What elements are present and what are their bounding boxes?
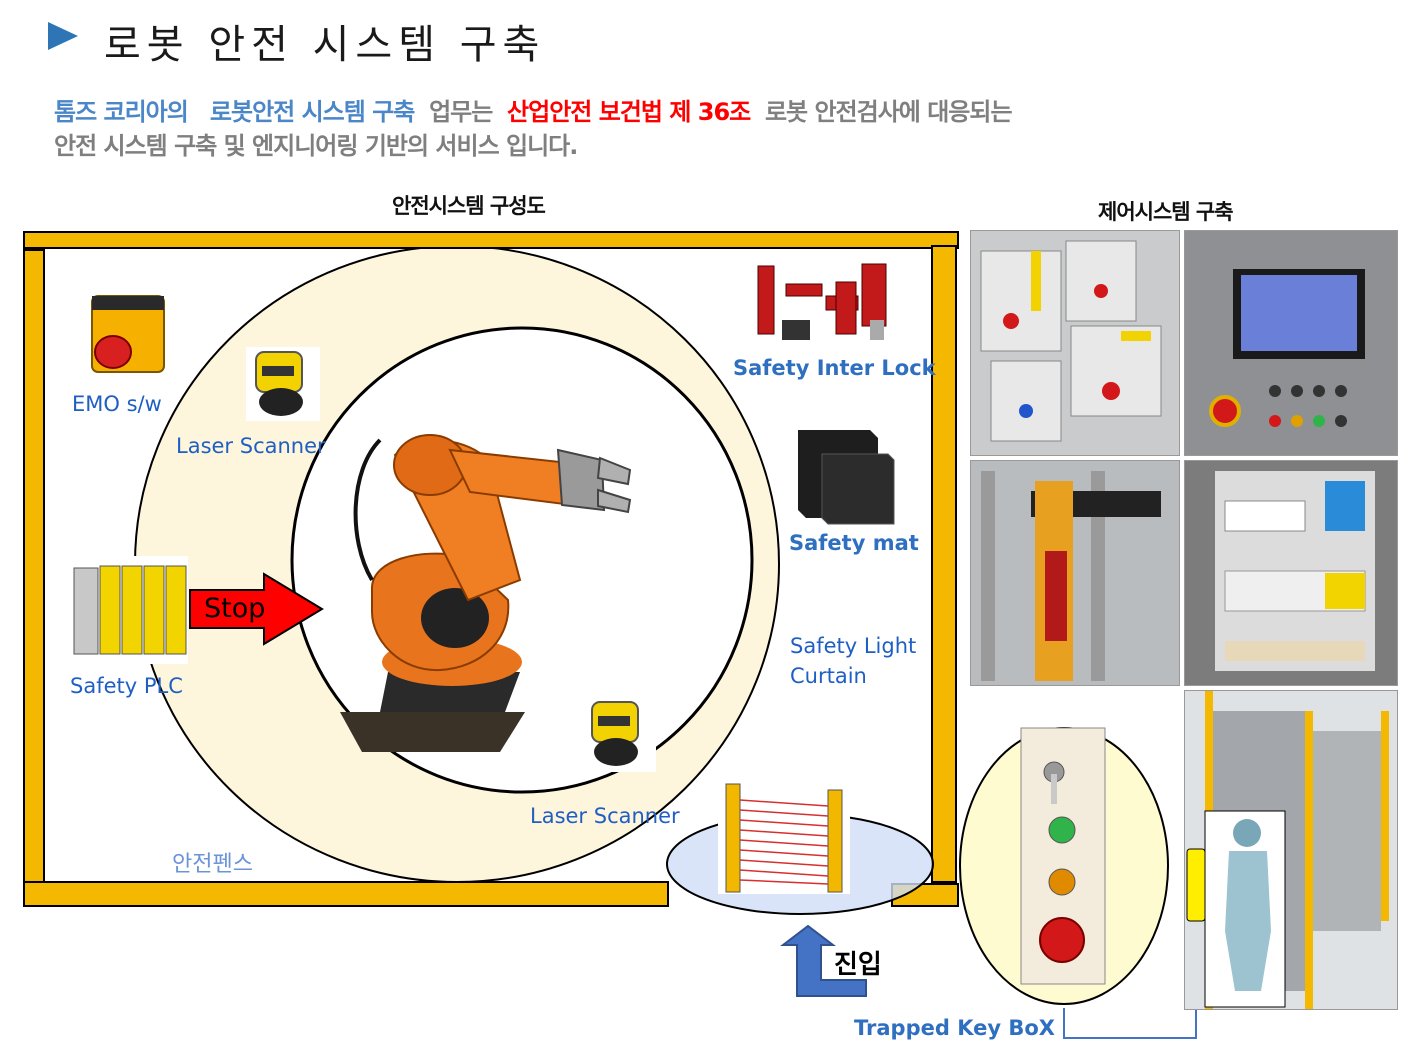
- emo-label: EMO s/w: [72, 392, 162, 416]
- photo-fence-with-operator: [1184, 690, 1398, 1010]
- stop-arrow: [189, 572, 324, 646]
- entry-arrow-icon: [780, 924, 867, 997]
- control-system-heading: 제어시스템 구축: [1098, 200, 1234, 224]
- photo-door-interlock: [970, 460, 1180, 686]
- intro-company: 톰즈 코리아의: [54, 98, 189, 126]
- photo-safety-boxes: [970, 230, 1180, 456]
- robot-arm-icon: [340, 434, 632, 752]
- safety-fence: [23, 231, 959, 907]
- intro-line-2: 안전 시스템 구축 및 엔지니어링 기반의 서비스 입니다.: [54, 132, 578, 160]
- light-curtain-icon: [718, 780, 850, 894]
- page-title: 로봇 안전 시스템 구축: [104, 22, 546, 68]
- laser-scanner-bottom-icon: [582, 698, 656, 772]
- emo-switch-icon: [91, 295, 165, 373]
- intro-service: 로봇안전 시스템 구축: [209, 98, 415, 126]
- safety-interlock-icon: [757, 263, 887, 340]
- intro-line-1: 톰즈 코리아의 로봇안전 시스템 구축 업무는 산업안전 보건법 제 36조 로…: [54, 92, 1013, 127]
- intro-work: 업무는: [429, 98, 493, 126]
- safety-mat-icon: [798, 430, 895, 525]
- diagram-heading: 안전시스템 구성도: [392, 194, 546, 218]
- safety-interlock-label: Safety Inter Lock: [733, 356, 936, 380]
- photo-control-cabinet: [1184, 460, 1398, 686]
- entry-label: 진입: [834, 950, 882, 980]
- photo-hmi-panel: [1184, 230, 1398, 456]
- laser-scanner-top-icon: [246, 347, 320, 421]
- laser-scanner-top-label: Laser Scanner: [176, 434, 326, 458]
- trapped-key-box-label: Trapped Key BoX: [854, 1016, 1055, 1040]
- stop-label: Stop: [204, 593, 266, 624]
- safety-plc-label: Safety PLC: [70, 674, 183, 698]
- laser-scanner-bottom-label: Laser Scanner: [530, 804, 680, 828]
- intro-inspection: 로봇 안전검사에 대응되는: [764, 98, 1013, 126]
- trapped-key-box-icon: [1020, 727, 1106, 985]
- safety-mat-label: Safety mat: [789, 531, 919, 555]
- light-curtain-label-2: Curtain: [790, 664, 867, 688]
- intro-law: 산업안전 보건법 제 36조: [507, 98, 751, 126]
- fence-label: 안전펜스: [172, 852, 253, 877]
- title-arrow-icon: [48, 22, 78, 50]
- safety-plc-icon: [72, 556, 188, 664]
- light-curtain-label-1: Safety Light: [790, 634, 917, 658]
